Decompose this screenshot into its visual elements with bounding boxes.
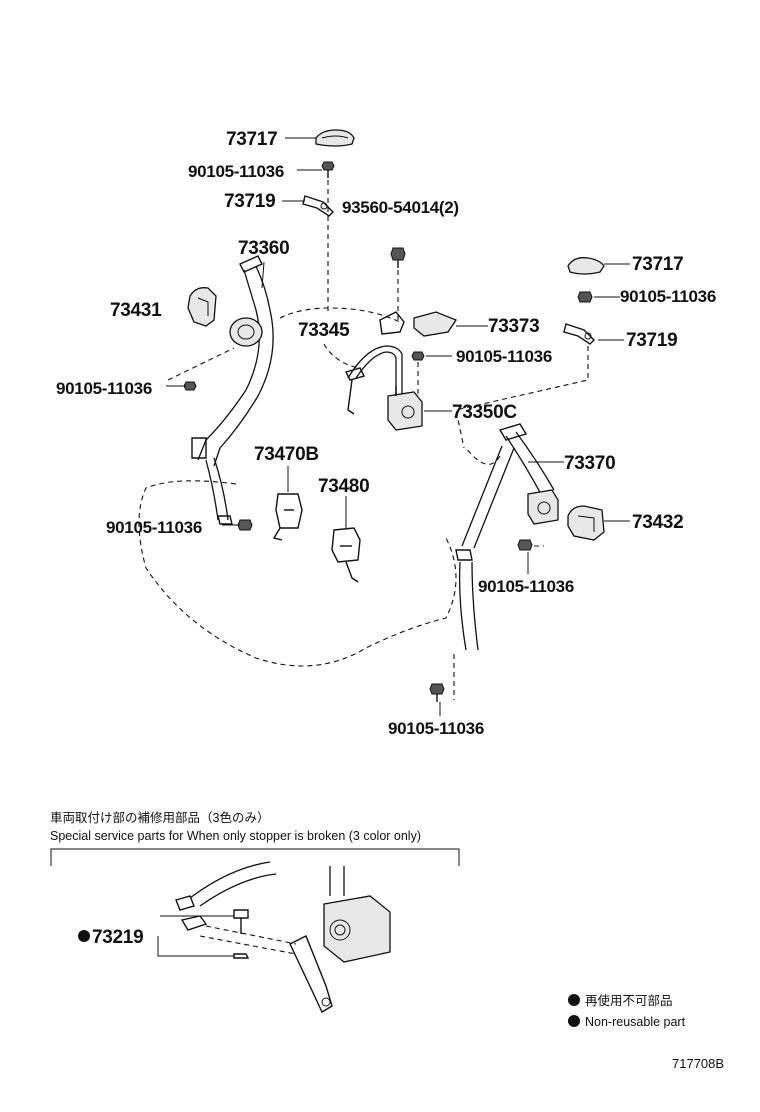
label-93560: 93560-54014(2) — [342, 198, 459, 217]
label-73719-right: 73719 — [626, 330, 677, 351]
cover-73373 — [413, 311, 457, 337]
label-73219: 73219 — [92, 927, 143, 948]
label-73432: 73432 — [632, 512, 683, 533]
label-90105-left: 90105-11036 — [56, 379, 152, 398]
legend-en: Non-reusable part — [585, 1015, 686, 1029]
buckle-73480 — [331, 527, 361, 583]
retractor-73370 — [527, 489, 559, 525]
cover-73717-right — [567, 257, 605, 275]
retractor-73350c — [387, 386, 423, 431]
label-73480: 73480 — [318, 476, 369, 497]
special-bracket — [50, 848, 460, 866]
label-90105-right: 90105-11036 — [620, 287, 716, 306]
legend-jp: 再使用不可部品 — [585, 993, 673, 1008]
bolt-90105-top — [321, 161, 335, 178]
label-73470b: 73470B — [254, 444, 319, 465]
stopper-leader — [157, 915, 234, 957]
bolt-90105-center — [411, 351, 425, 361]
buckle-73470b — [272, 493, 303, 541]
legend-dot-jp — [568, 994, 580, 1006]
stopper-73219 — [233, 909, 250, 959]
label-73373: 73373 — [488, 316, 539, 337]
label-73719-top: 73719 — [224, 191, 275, 212]
cover-73432 — [567, 505, 605, 541]
label-73431: 73431 — [110, 300, 162, 321]
legend-dot-en — [568, 1015, 580, 1027]
belt-73360 — [191, 255, 274, 521]
bolt-90105-right — [577, 291, 593, 303]
special-title-jp: 車両取付け部の補修用部品（3色のみ） — [50, 810, 269, 825]
anchor-plate-73719-right — [563, 323, 595, 345]
bolt-90105-lowright — [517, 539, 533, 551]
label-90105-lowright: 90105-11036 — [478, 577, 574, 596]
label-73370: 73370 — [564, 453, 615, 474]
label-90105-bottom: 90105-11036 — [388, 719, 484, 738]
non-reusable-mark — [78, 930, 90, 942]
bolt-90105-bottom — [429, 683, 445, 702]
label-90105-top: 90105-11036 — [188, 162, 284, 181]
label-73345: 73345 — [298, 320, 350, 341]
stopper-detail-belt — [175, 861, 391, 1013]
special-title-en: Special service parts for When only stop… — [50, 829, 421, 843]
cover-73431 — [187, 287, 217, 327]
label-73350c: 73350C — [452, 402, 517, 423]
label-73717-right: 73717 — [632, 254, 683, 275]
label-73360: 73360 — [238, 238, 289, 259]
bolt-90105-lowleft — [237, 519, 253, 531]
retractor-73360 — [229, 317, 263, 347]
label-90105-center: 90105-11036 — [456, 347, 552, 366]
figure-code: 717708B — [672, 1056, 724, 1071]
bolt-93560 — [390, 247, 406, 268]
anchor-plate-73719-top — [302, 195, 334, 217]
belt-73370 — [455, 423, 555, 651]
belt-73345 — [344, 311, 405, 415]
cover-73717-top — [315, 129, 355, 147]
label-73717-top: 73717 — [226, 129, 277, 150]
label-90105-lowleft: 90105-11036 — [106, 518, 202, 537]
